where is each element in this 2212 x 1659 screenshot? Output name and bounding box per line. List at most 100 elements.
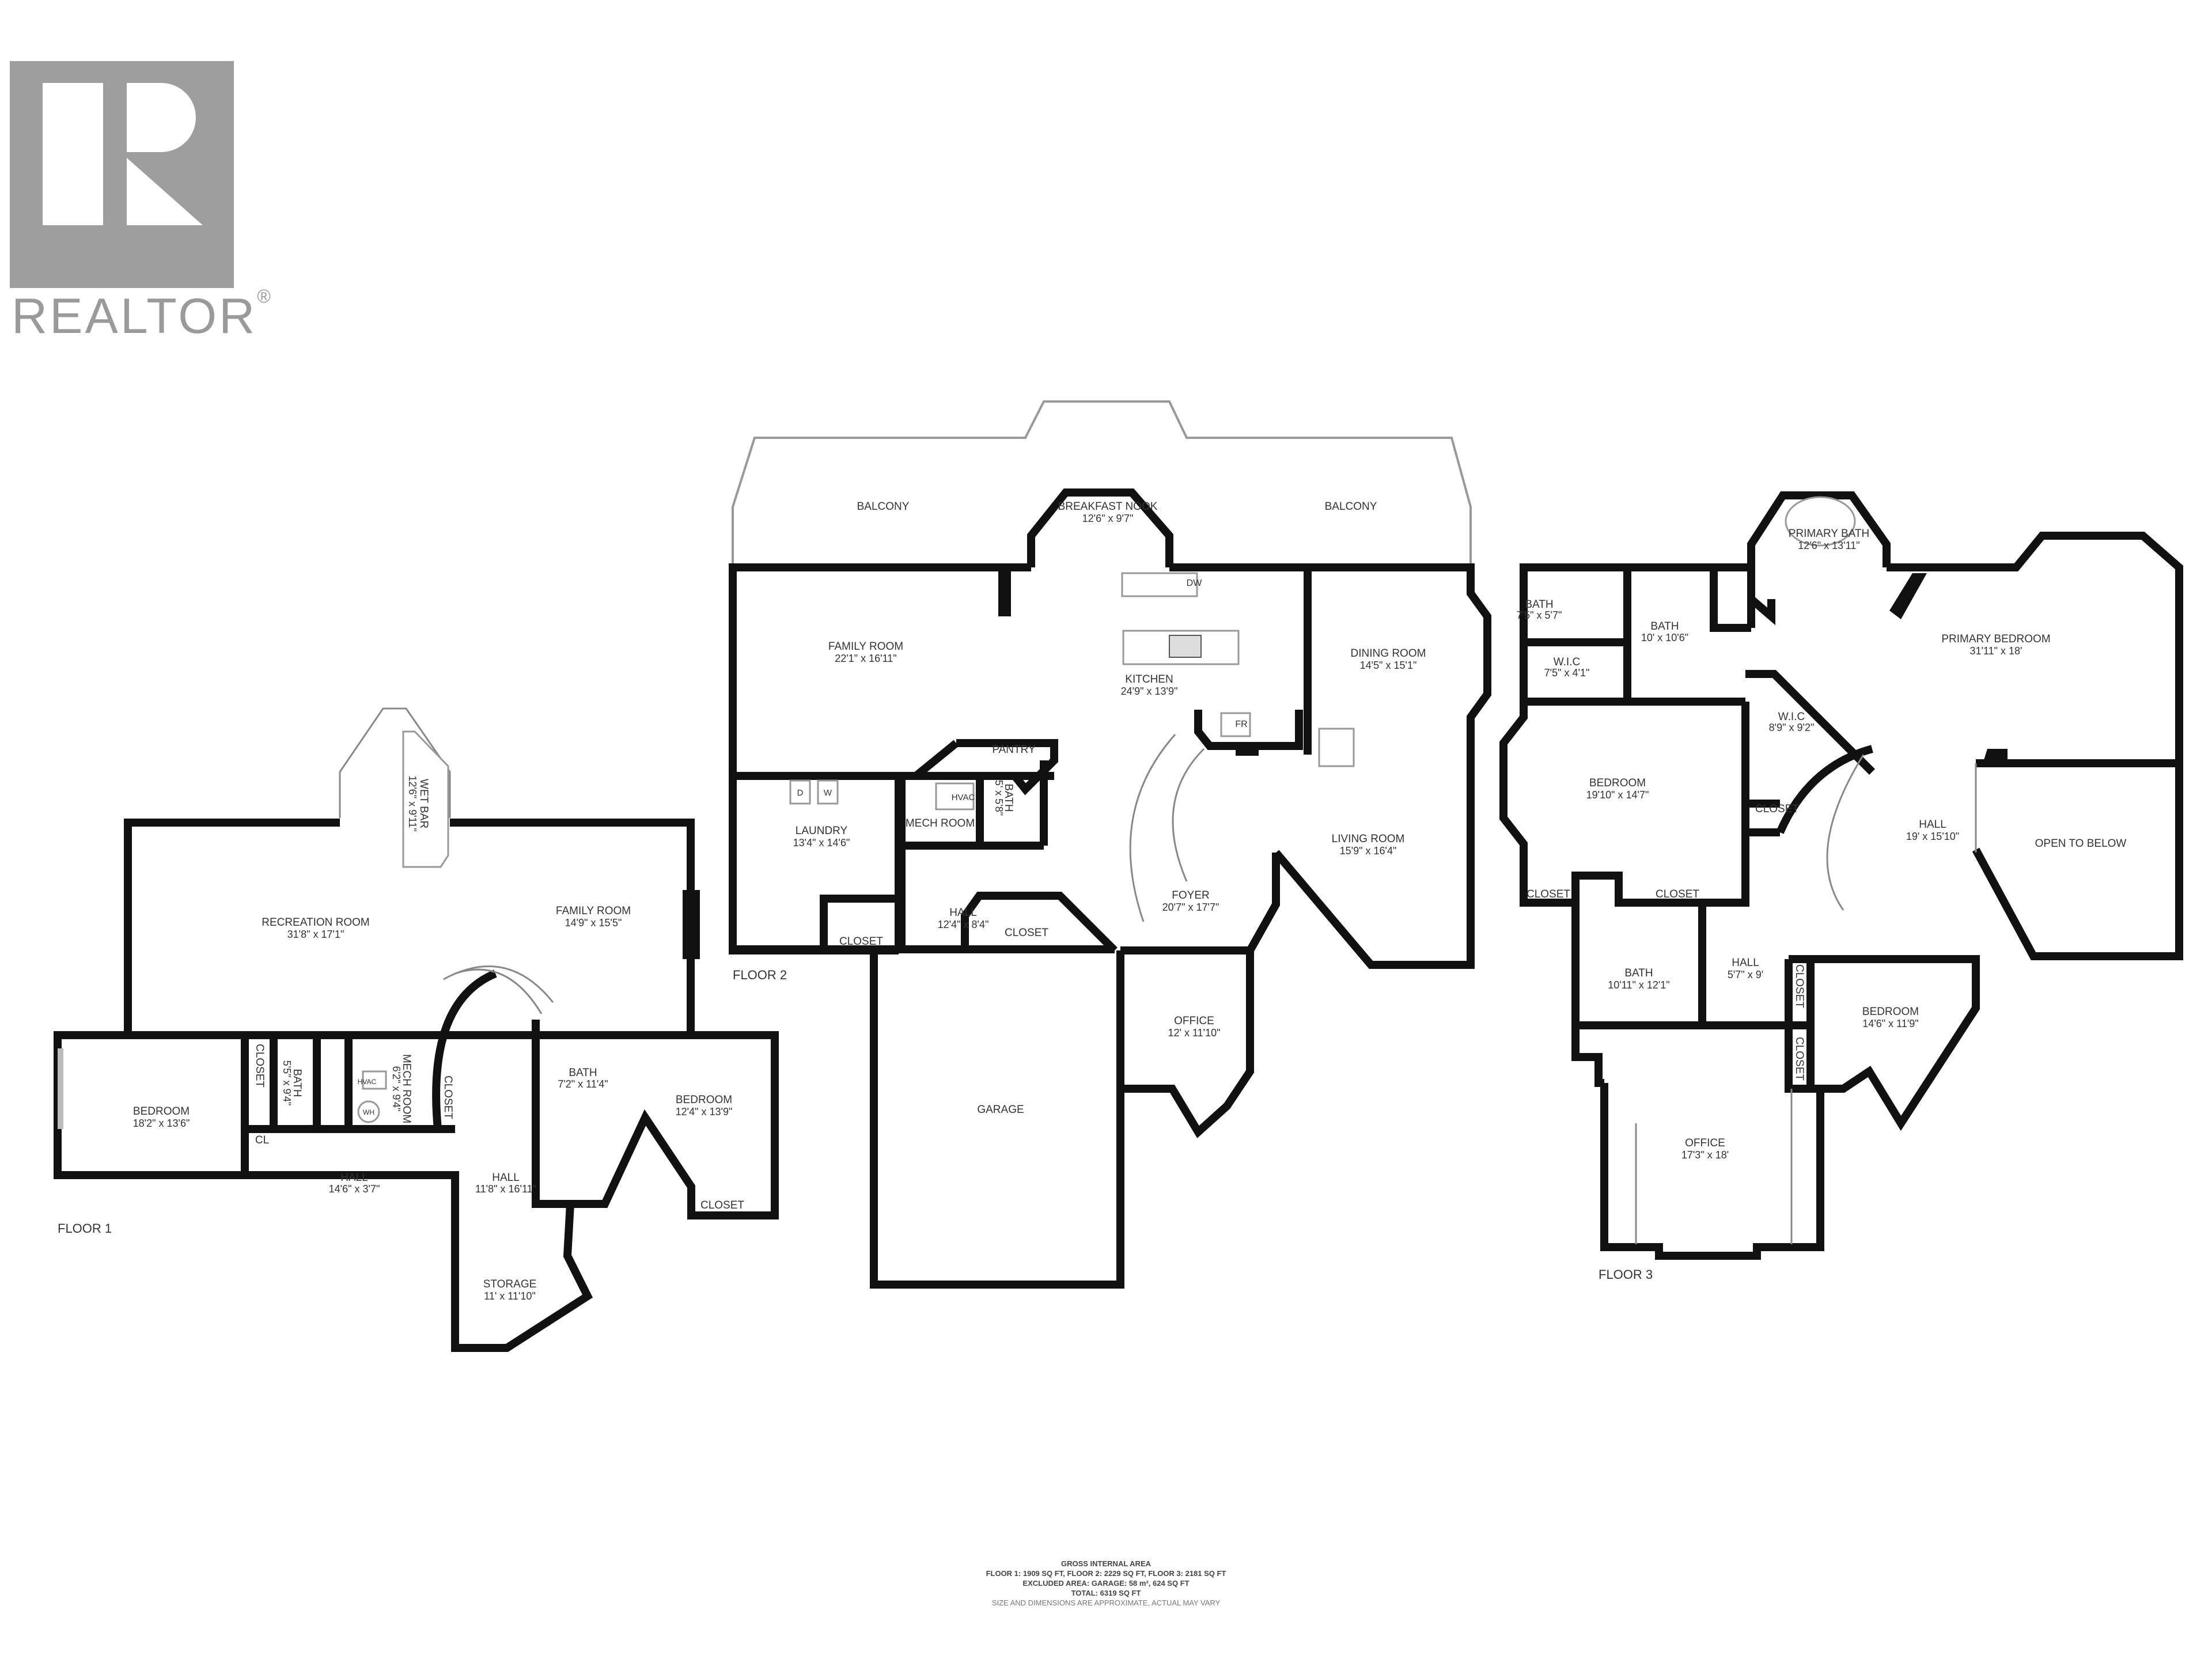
room-label: BALCONY bbox=[1325, 501, 1377, 513]
room-label: W.I.C bbox=[1778, 711, 1805, 723]
room-label: CLOSET bbox=[700, 1199, 744, 1211]
room-dimensions: 12'6" x 9'7" bbox=[1082, 513, 1134, 524]
room-label: MECH ROOM bbox=[906, 817, 975, 830]
room-dimensions: 6'2" x 9'4" bbox=[391, 1066, 402, 1112]
hvac-fixture-label: HVAC bbox=[358, 1078, 377, 1086]
dishwasher-fixture-label: DW bbox=[1187, 578, 1203, 588]
floor-1-plan: HVAC WH WET BAR 12'6" x 9'11" RECREATION… bbox=[54, 707, 779, 1352]
room-dimensions: 12'4" x 8'4" bbox=[938, 919, 989, 930]
room-label: OFFICE bbox=[1685, 1137, 1725, 1149]
floor-2-plan: DW FR D W HVAC BALCONY BREAKFA bbox=[729, 400, 1491, 1289]
room-dimensions: 19' x 15'10" bbox=[1906, 831, 1959, 842]
room-label: LIVING ROOM bbox=[1332, 833, 1405, 845]
room-label: FAMILY ROOM bbox=[556, 905, 631, 917]
room-label: BATH bbox=[1650, 620, 1679, 632]
room-dimensions: 12'6" x 9'11" bbox=[407, 775, 418, 831]
room-label: CLOSET bbox=[1793, 964, 1805, 1008]
room-label: OFFICE bbox=[1174, 1015, 1214, 1027]
room-label: HALL bbox=[340, 1172, 368, 1184]
room-dimensions: 14'9" x 15'5" bbox=[565, 917, 622, 929]
room-dimensions: 5'7" x 9' bbox=[1728, 969, 1763, 980]
registered-mark: ® bbox=[257, 286, 273, 306]
room-dimensions: 10' x 10'6" bbox=[1641, 632, 1688, 643]
room-dimensions: 17'3" x 18' bbox=[1681, 1149, 1729, 1161]
room-label: BREAKFAST NOOK bbox=[1058, 501, 1158, 513]
area-excluded-line: EXCLUDED AREA: GARAGE: 58 m², 624 SQ FT bbox=[1022, 1579, 1190, 1588]
room-dimensions: 5' x 5'8" bbox=[993, 780, 1005, 816]
water-heater-fixture-label: WH bbox=[363, 1108, 374, 1116]
area-total-line: TOTAL: 6319 SQ FT bbox=[1071, 1589, 1141, 1597]
room-label: WET BAR bbox=[418, 779, 430, 828]
room-label: STORAGE bbox=[483, 1278, 537, 1290]
room-label: RECREATION ROOM bbox=[262, 916, 370, 929]
realtor-logo-text: REALTOR® bbox=[12, 286, 273, 345]
room-dimensions: 19'10" x 14'7" bbox=[1586, 789, 1649, 801]
room-label: BEDROOM bbox=[676, 1094, 732, 1106]
room-dimensions: 15'9" x 16'4" bbox=[1340, 845, 1397, 857]
floor-1-label: FLOOR 1 bbox=[58, 1221, 112, 1236]
logo-r-shape bbox=[127, 83, 203, 225]
hvac-fixture-label: HVAC bbox=[952, 793, 975, 802]
room-label: CLOSET bbox=[839, 935, 883, 948]
room-label: KITCHEN bbox=[1125, 673, 1173, 685]
area-floors-line: FLOOR 1: 1909 SQ FT, FLOOR 2: 2229 SQ FT… bbox=[986, 1569, 1226, 1578]
fridge-fixture-label: FR bbox=[1235, 719, 1247, 729]
room-dimensions: 22'1" x 16'11" bbox=[835, 653, 896, 664]
room-dimensions: 14'6" x 3'7" bbox=[329, 1183, 380, 1195]
room-dimensions: 18'2" x 13'6" bbox=[133, 1118, 190, 1129]
room-label: W.I.C bbox=[1554, 656, 1580, 668]
room-label: PRIMARY BEDROOM bbox=[1941, 633, 2050, 645]
room-dimensions: 12'6" x 13'11" bbox=[1798, 540, 1859, 551]
room-dimensions: 8'9" x 9'2" bbox=[1769, 722, 1815, 733]
room-label: BEDROOM bbox=[133, 1105, 190, 1118]
realtor-logo-mark bbox=[10, 61, 234, 288]
room-dimensions: 11'8" x 16'11" bbox=[475, 1183, 536, 1195]
floor-2-label: FLOOR 2 bbox=[733, 968, 787, 982]
room-label: BATH bbox=[569, 1067, 597, 1079]
floor-3-label: FLOOR 3 bbox=[1599, 1267, 1653, 1282]
room-label: BEDROOM bbox=[1589, 777, 1646, 789]
room-dimensions: 7'2" x 11'4" bbox=[558, 1078, 608, 1090]
room-label: MECH ROOM bbox=[400, 1054, 412, 1123]
room-dimensions: 5'5" x 9'4" bbox=[281, 1060, 293, 1106]
room-label: CLOSET bbox=[1793, 1037, 1805, 1081]
room-dimensions: 14'6" x 11'9" bbox=[1862, 1018, 1918, 1029]
room-dimensions: 12'4" x 13'9" bbox=[676, 1106, 733, 1118]
room-label: OPEN TO BELOW bbox=[2035, 838, 2127, 850]
room-dimensions: 12' x 11'10" bbox=[1168, 1027, 1221, 1039]
room-label: FOYER bbox=[1172, 889, 1209, 902]
room-label: BATH bbox=[1525, 599, 1553, 611]
room-label: CLOSET bbox=[1005, 927, 1048, 939]
room-dimensions: 31'11" x 18' bbox=[1970, 645, 2022, 657]
room-label: LAUNDRY bbox=[796, 825, 848, 837]
room-dimensions: 14'5" x 15'1" bbox=[1360, 660, 1417, 671]
dryer-fixture-label: D bbox=[797, 788, 804, 798]
room-label: HALL bbox=[949, 907, 977, 919]
room-dimensions: 24'9" x 13'9" bbox=[1121, 685, 1178, 697]
room-label: BATH bbox=[1002, 783, 1014, 812]
room-dimensions: 20'7" x 17'7" bbox=[1162, 902, 1219, 913]
room-label: GARAGE bbox=[977, 1104, 1024, 1116]
room-label: DINING ROOM bbox=[1351, 647, 1426, 660]
room-label: CLOSET bbox=[1527, 888, 1570, 900]
room-dimensions: 31'8" x 17'1" bbox=[287, 929, 344, 940]
logo-bar-shape bbox=[43, 83, 103, 225]
room-dimensions: 10'11" x 12'1" bbox=[1608, 979, 1669, 991]
room-label: BALCONY bbox=[857, 501, 910, 513]
room-label: HALL bbox=[1732, 957, 1759, 969]
area-title: GROSS INTERNAL AREA bbox=[1060, 1559, 1151, 1568]
room-label: HALL bbox=[1919, 819, 1946, 831]
room-dimensions: 13'4" x 14'6" bbox=[793, 837, 850, 849]
room-label: PANTRY bbox=[992, 744, 1036, 756]
room-dimensions: 11' x 11'10" bbox=[484, 1290, 536, 1302]
room-label: CLOSET bbox=[1656, 888, 1699, 900]
room-label: CLOSET bbox=[1755, 803, 1799, 815]
room-label: CLOSET bbox=[253, 1044, 266, 1088]
room-label: FAMILY ROOM bbox=[828, 641, 903, 653]
room-label: CLOSET bbox=[442, 1075, 454, 1119]
room-label: HALL bbox=[492, 1172, 520, 1184]
logo-wordmark: REALTOR bbox=[12, 289, 257, 344]
room-label: BATH bbox=[291, 1069, 303, 1097]
area-disclaimer: SIZE AND DIMENSIONS ARE APPROXIMATE, ACT… bbox=[991, 1599, 1221, 1607]
